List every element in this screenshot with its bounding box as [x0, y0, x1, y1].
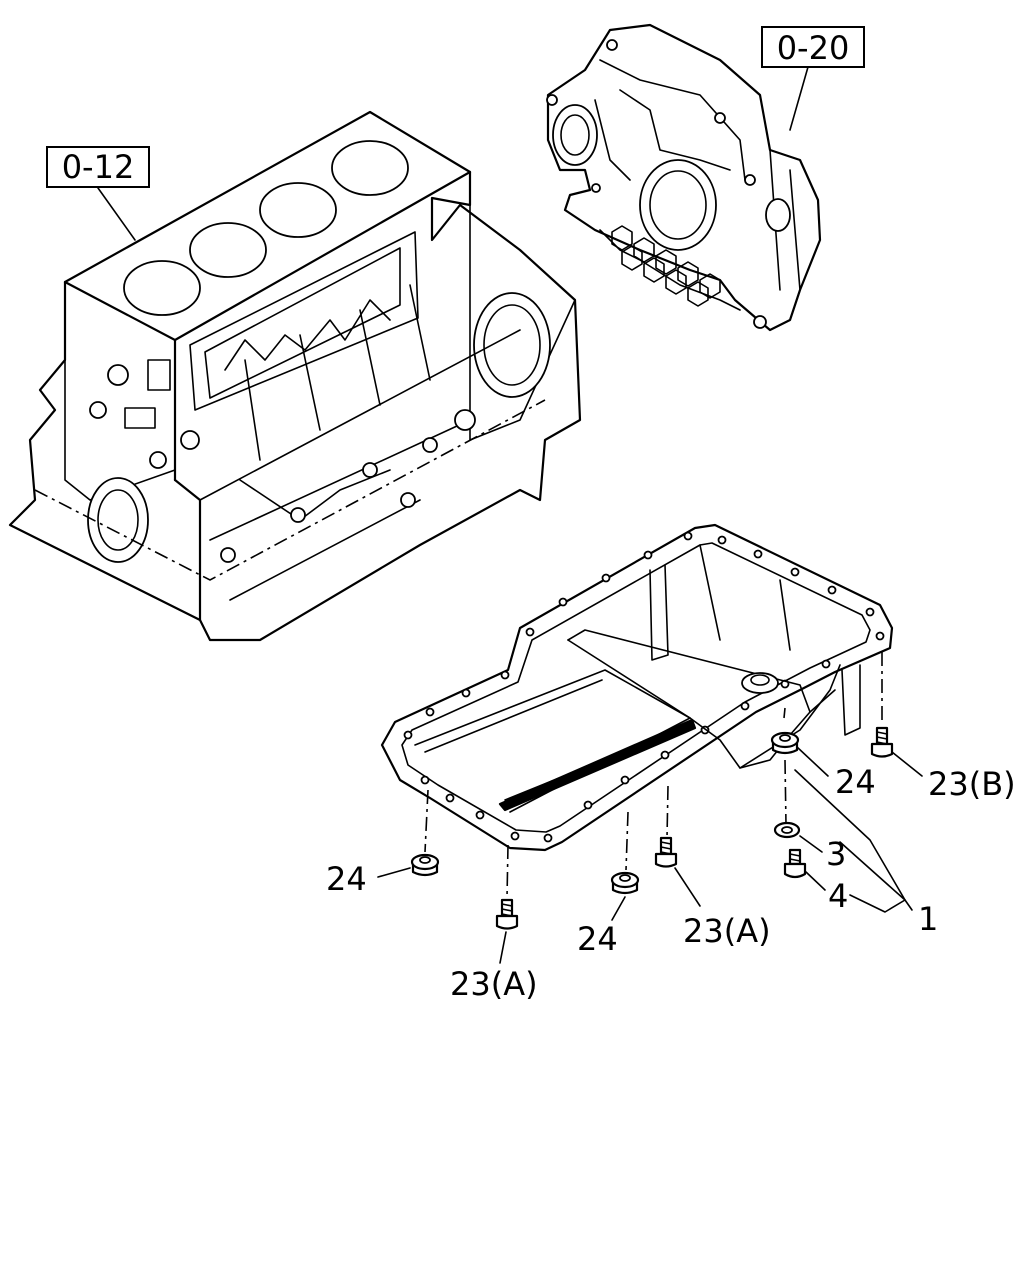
flange-nut-24-left [410, 853, 440, 877]
flywheel-housing [546, 23, 822, 332]
flange-nut-24-mid [610, 871, 640, 895]
oil-pan [380, 523, 894, 852]
cylinder-block [8, 110, 582, 642]
callout-3: 3 [826, 835, 846, 873]
callout-23a-left: 23(A) [450, 965, 538, 1003]
callout-24-left: 24 [326, 860, 367, 898]
ref-label-block: 0-12 [46, 146, 150, 188]
callout-24-mid: 24 [577, 920, 618, 958]
callout-24-right: 24 [835, 763, 876, 801]
ref-label-block-text: 0-12 [62, 148, 135, 186]
ref-label-housing-text: 0-20 [777, 29, 850, 67]
callout-1: 1 [918, 900, 938, 938]
fasteners [377, 652, 923, 964]
callout-23b: 23(B) [928, 765, 1016, 803]
callouts: 1 3 4 23(A) 23(A) 23(B) 24 24 24 [326, 763, 1016, 1003]
washer-3 [773, 821, 801, 839]
bolt-23b [870, 726, 894, 758]
flange-nut-24-right [770, 731, 800, 755]
callout-23a-mid: 23(A) [683, 912, 771, 950]
callout-4: 4 [828, 877, 848, 915]
drain-plug-4 [783, 848, 807, 879]
bolt-23a-mid [654, 836, 678, 868]
ref-label-housing: 0-20 [761, 26, 865, 68]
bolt-23a-left [495, 898, 519, 930]
